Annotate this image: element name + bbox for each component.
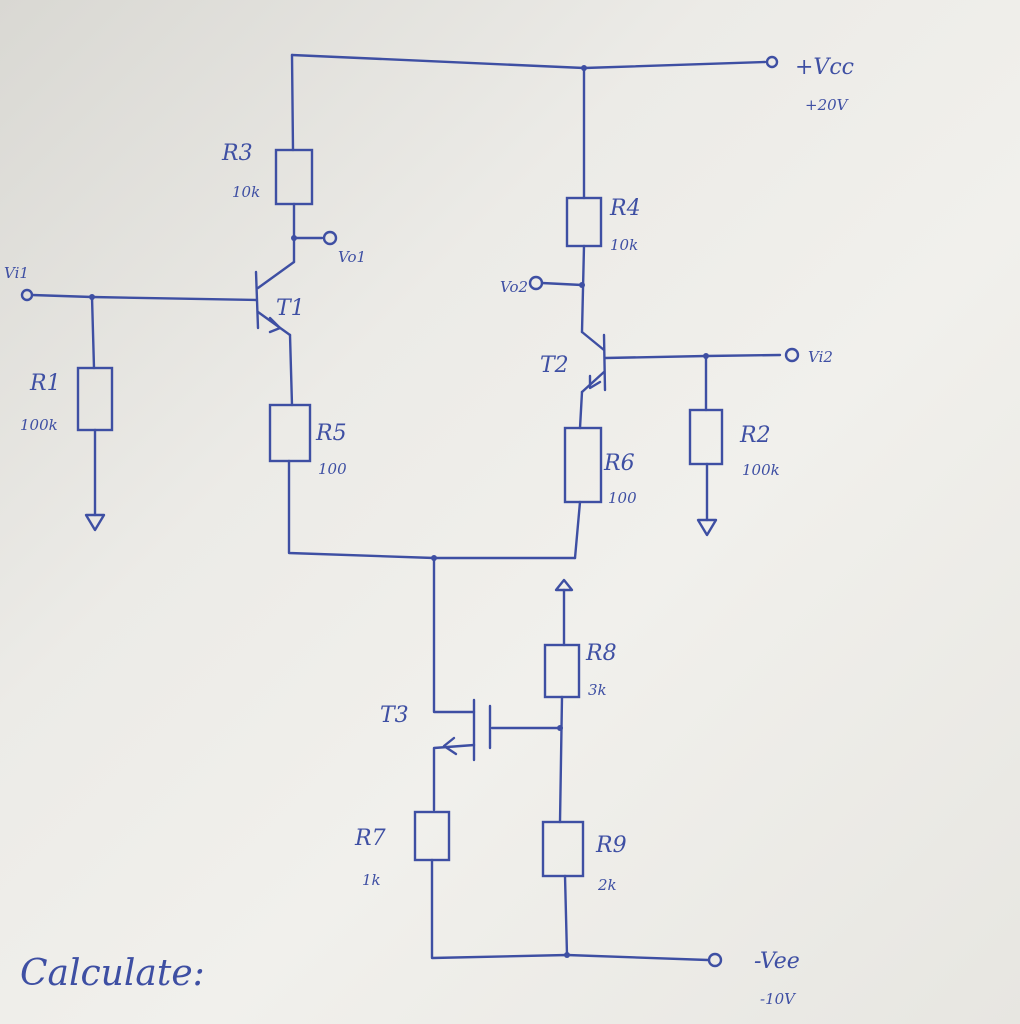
- r4-value: 10k: [610, 236, 638, 254]
- r2-label: R2: [739, 423, 771, 448]
- vo1-label: Vo1: [338, 248, 366, 266]
- vo1-terminal: [322, 230, 338, 246]
- t3-transistor: [432, 698, 562, 812]
- t2-label: T2: [540, 353, 569, 378]
- vi1-label: Vi1: [4, 264, 29, 282]
- r3-resistor: [274, 148, 314, 206]
- r5-value: 100: [318, 460, 347, 478]
- r4-resistor: [565, 196, 603, 248]
- t3-label: T3: [380, 703, 409, 728]
- r8-resistor: [543, 643, 581, 699]
- r1-label: R1: [29, 371, 61, 396]
- t2-transistor: [580, 330, 782, 394]
- r4-label: R4: [609, 196, 641, 221]
- r9-value: 2k: [597, 876, 617, 894]
- vi1-terminal: [20, 288, 34, 302]
- r1-ground-icon: [84, 513, 106, 532]
- r8-supply-arrow-icon: [554, 578, 574, 592]
- r2-ground-icon: [696, 518, 718, 537]
- vcc-value: +20V: [805, 96, 850, 114]
- r8-label: R8: [585, 641, 617, 666]
- r5-label: R5: [315, 421, 347, 446]
- r7-resistor: [413, 810, 451, 862]
- vee-terminal: [707, 952, 723, 968]
- r6-label: R6: [603, 451, 635, 476]
- r7-label: R7: [354, 826, 386, 851]
- t1-label: T1: [276, 296, 305, 321]
- vcc-rail: [290, 53, 779, 71]
- vee-value: -10V: [760, 990, 797, 1008]
- r1-resistor: [76, 366, 114, 432]
- r9-resistor: [541, 820, 585, 878]
- r8-value: 3k: [588, 681, 607, 699]
- r6-resistor: [563, 426, 603, 504]
- vo2-terminal: [528, 275, 544, 291]
- r2-value: 100k: [742, 461, 780, 479]
- r2-resistor: [688, 408, 724, 466]
- vi2-label: Vi2: [808, 348, 833, 366]
- vi2-terminal: [784, 347, 800, 363]
- r7-value: 1k: [362, 871, 381, 889]
- r6-value: 100: [608, 489, 637, 507]
- r3-label: R3: [221, 141, 253, 166]
- r9-label: R9: [595, 833, 627, 858]
- vcc-terminal: [765, 55, 779, 69]
- vcc-label: +Vcc: [795, 55, 854, 80]
- vee-label: -Vee: [754, 949, 800, 974]
- r5-resistor: [268, 403, 312, 463]
- vo2-label: Vo2: [500, 278, 528, 296]
- r3-value: 10k: [232, 183, 260, 201]
- calculate-heading: Calculate:: [20, 953, 205, 994]
- r1-value: 100k: [20, 416, 58, 434]
